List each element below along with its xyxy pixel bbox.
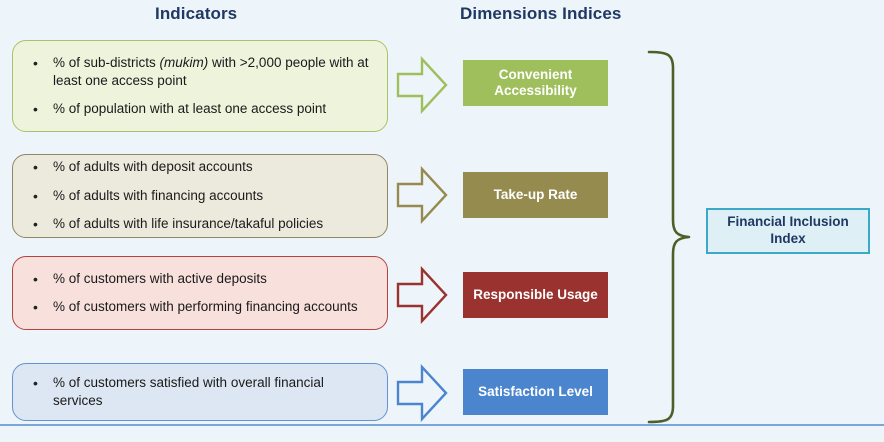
dimension-index-convenient-accessibility: Convenient Accessibility <box>463 60 608 106</box>
page-title-dimensions-indices: Dimensions Indices <box>460 4 622 23</box>
dimension-index-satisfaction-level: Satisfaction Level <box>463 369 608 415</box>
list-item: • % of customers with performing financi… <box>29 298 373 316</box>
list-item: • % of sub-districts (mukim) with >2,000… <box>29 54 373 90</box>
bullet-icon: • <box>33 375 38 392</box>
indicator-box-convenient-accessibility: • % of sub-districts (mukim) with >2,000… <box>12 40 388 132</box>
bottom-divider <box>0 424 884 426</box>
bullet-icon: • <box>33 216 38 233</box>
indicator-box-satisfaction-level: • % of customers satisfied with overall … <box>12 363 388 421</box>
indicator-box-responsible-usage: • % of customers with active deposits • … <box>12 256 388 330</box>
list-item: • % of adults with financing accounts <box>29 187 373 205</box>
bullet-icon: • <box>33 270 38 287</box>
financial-inclusion-index-box: Financial Inclusion Index <box>706 208 870 254</box>
indicator-text: % of customers with performing financing… <box>53 299 358 314</box>
bullet-icon: • <box>33 54 38 71</box>
right-arrow-icon <box>396 165 448 225</box>
list-item: • % of customers satisfied with overall … <box>29 374 373 410</box>
page-title-indicators: Indicators <box>155 4 238 23</box>
right-arrow-icon <box>396 363 448 423</box>
right-arrow-icon <box>396 265 448 325</box>
list-item: • % of customers with active deposits <box>29 270 373 288</box>
indicator-text: % of adults with life insurance/takaful … <box>53 216 324 232</box>
list-item: • % of adults with deposit accounts <box>29 158 373 176</box>
bullet-icon: • <box>33 100 38 117</box>
dimension-index-take-up-rate: Take-up Rate <box>463 172 608 218</box>
bullet-icon: • <box>33 187 38 204</box>
list-item: • % of adults with life insurance/takafu… <box>29 215 373 233</box>
indicator-text: % of adults with financing accounts <box>53 187 264 203</box>
indicator-text: % of population with at least one access… <box>53 100 327 116</box>
bullet-icon: • <box>33 299 38 315</box>
indicator-text: % of sub-districts (mukim) with >2,000 p… <box>53 54 369 88</box>
list-item: • % of population with at least one acce… <box>29 100 373 118</box>
indicator-text: % of customers with active deposits <box>53 270 267 286</box>
indicator-text: % of customers satisfied with overall fi… <box>53 375 324 408</box>
right-arrow-icon <box>396 55 448 115</box>
indicator-box-take-up-rate: • % of adults with deposit accounts • % … <box>12 154 388 238</box>
bullet-icon: • <box>33 159 38 176</box>
curly-brace-icon <box>645 48 703 426</box>
indicator-text: % of adults with deposit accounts <box>53 159 253 175</box>
dimension-index-responsible-usage: Responsible Usage <box>463 272 608 318</box>
